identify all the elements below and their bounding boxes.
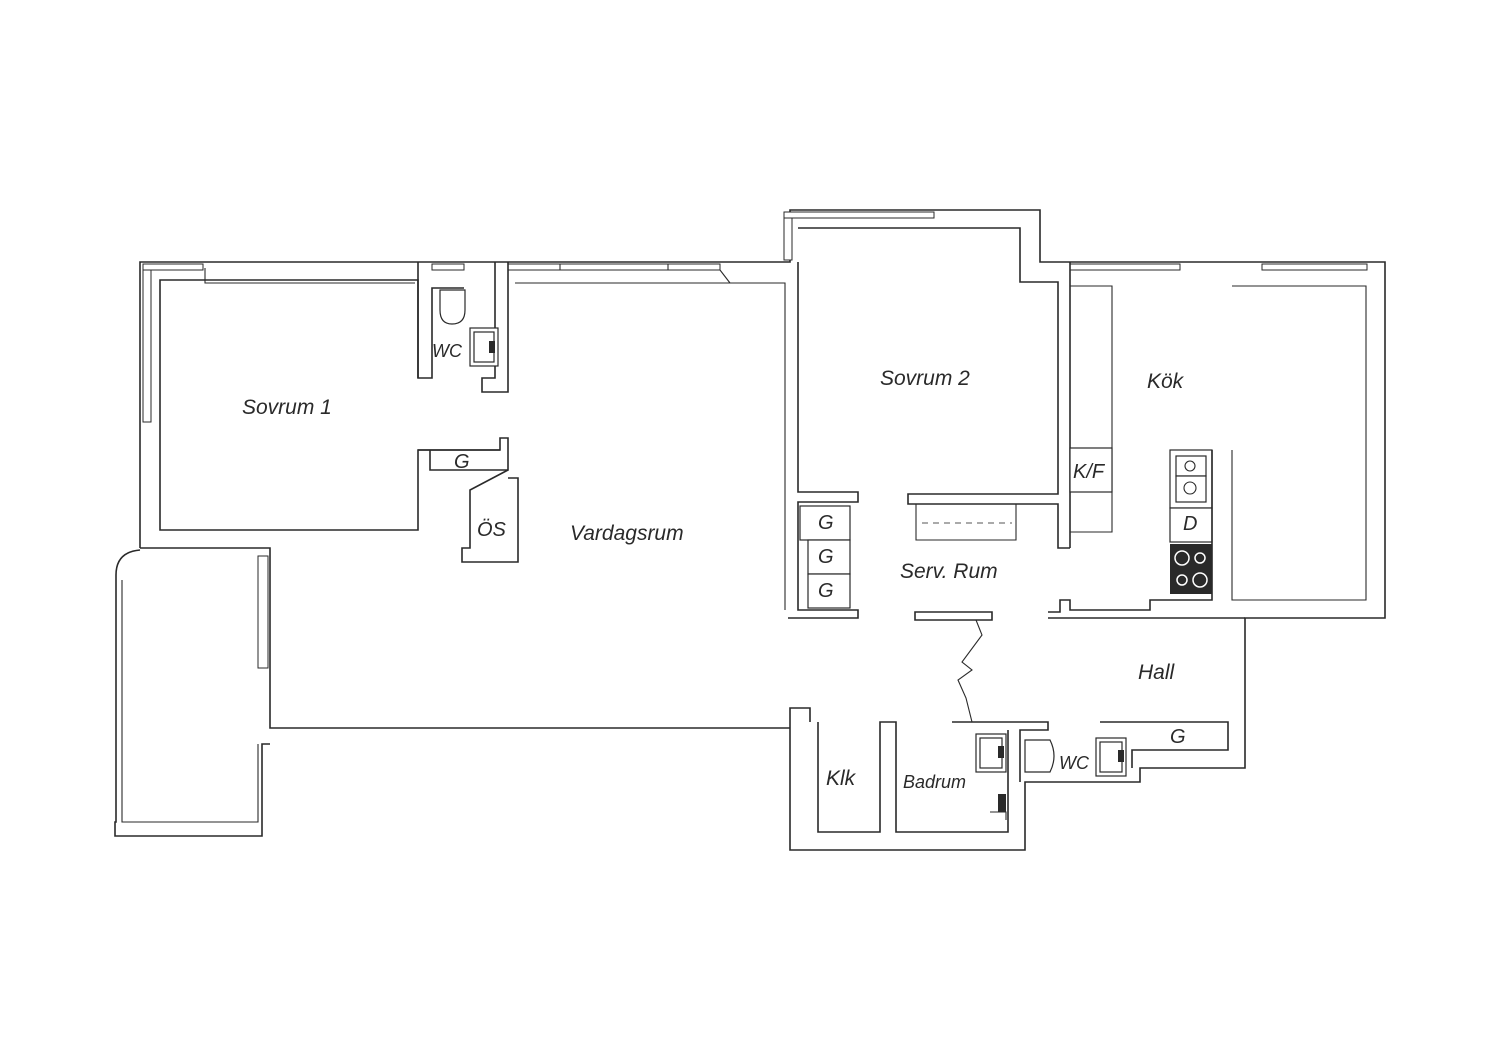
label-g-hall: G — [1170, 726, 1186, 748]
label-kf: K/F — [1073, 461, 1106, 483]
stove-icon — [1170, 544, 1212, 594]
label-os: ÖS — [477, 519, 507, 541]
label-kok: Kök — [1147, 370, 1185, 393]
radiator-icon — [998, 794, 1006, 812]
label-wc-top: WC — [432, 341, 463, 361]
label-serv-rum: Serv. Rum — [900, 560, 998, 583]
toilet-icon — [439, 289, 466, 325]
kitchen-walls — [1048, 262, 1367, 613]
label-sovrum1: Sovrum 1 — [242, 396, 332, 419]
label-d: D — [1183, 513, 1197, 535]
room-labels: Sovrum 1 WC Vardagsrum Sovrum 2 Kök Serv… — [242, 341, 1185, 792]
label-sovrum2: Sovrum 2 — [880, 367, 970, 390]
label-g2: G — [818, 546, 834, 568]
label-g-sovrum1: G — [454, 451, 470, 473]
label-g3: G — [818, 580, 834, 602]
hall-walls — [817, 617, 1245, 833]
fixture-labels: G ÖS G G G K/F D G — [454, 451, 1197, 748]
label-g1: G — [818, 512, 834, 534]
wc-top — [417, 262, 509, 393]
sovrum2-walls — [788, 227, 1070, 621]
balcony — [114, 549, 270, 837]
label-wc-bottom: WC — [1059, 753, 1090, 773]
windows — [142, 211, 1368, 423]
toilet-icon — [1024, 739, 1055, 773]
label-hall: Hall — [1138, 661, 1176, 684]
label-badrum: Badrum — [903, 772, 966, 792]
label-vardagsrum: Vardagsrum — [570, 522, 684, 545]
sovrum1-closets — [418, 437, 519, 563]
label-klk: Klk — [826, 767, 857, 790]
